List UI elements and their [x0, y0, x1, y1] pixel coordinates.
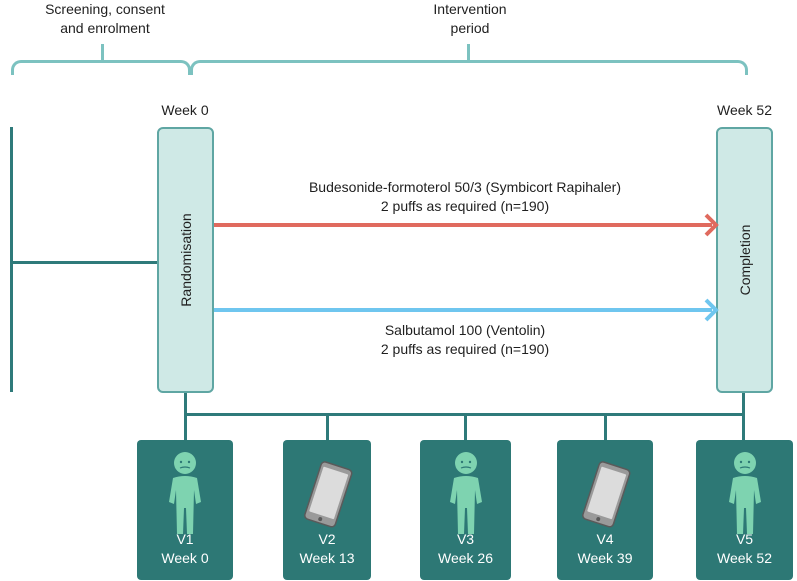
visit-id: V4 [596, 531, 614, 547]
phase-screening-line1: Screening, consent [45, 1, 165, 17]
v4-connector [604, 413, 607, 441]
visit-v1-label: V1 Week 0 [137, 530, 233, 568]
visit-id: V5 [735, 531, 754, 547]
phase-screening-line2: and enrolment [60, 20, 150, 36]
week-start-label: Week 0 [161, 102, 209, 118]
person-icon [449, 452, 482, 534]
visit-v2: V2 Week 13 [283, 440, 371, 580]
person-icon [728, 452, 761, 534]
arm-1-arrowhead [704, 213, 719, 237]
visit-week: Week 13 [299, 550, 355, 566]
randomisation-box: Randomisation [157, 127, 214, 393]
arm-2-dose: 2 puffs as required (n=190) [380, 341, 550, 357]
completion-down-line [742, 393, 745, 441]
visit-id: V2 [318, 531, 336, 547]
completion-box: Completion [716, 127, 773, 393]
visit-v5-label: V5 Week 52 [696, 530, 793, 568]
visit-week: Week 0 [161, 550, 209, 566]
visit-v2-label: V2 Week 13 [283, 530, 371, 568]
visit-week: Week 52 [717, 550, 772, 566]
enrolment-vertical-line [10, 127, 13, 392]
v3-connector [464, 413, 467, 441]
randomisation-down-line [184, 393, 187, 441]
visit-v4-label: V4 Week 39 [557, 530, 653, 568]
week-end-label: Week 52 [717, 102, 772, 118]
arm-1-dose: 2 puffs as required (n=190) [380, 198, 550, 214]
phone-icon [304, 461, 353, 528]
enrolment-horizontal-line [10, 261, 160, 264]
arm-2-drug: Salbutamol 100 (Ventolin) [384, 322, 546, 338]
visit-v4: V4 Week 39 [557, 440, 653, 580]
visit-v5: V5 Week 52 [696, 440, 793, 580]
phase-screening-label: Screening, consent and enrolment [20, 0, 190, 38]
person-icon [169, 452, 201, 534]
intervention-bracket-tick [467, 44, 470, 60]
phase-intervention-line2: period [450, 20, 490, 36]
visit-id: V1 [176, 531, 194, 547]
screening-bracket-tick [101, 44, 104, 60]
visit-week: Week 39 [577, 550, 633, 566]
v2-connector [326, 413, 329, 441]
screening-bracket [11, 60, 191, 75]
visit-v3: V3 Week 26 [420, 440, 511, 580]
visit-v1: V1 Week 0 [137, 440, 233, 580]
visit-id: V3 [456, 531, 475, 547]
arm-2-arrowhead [704, 298, 719, 322]
arm-1-drug: Budesonide-formoterol 50/3 (Symbicort Ra… [308, 179, 622, 195]
intervention-bracket [190, 60, 748, 75]
phase-intervention-label: Intervention period [385, 0, 555, 38]
visit-week: Week 26 [438, 550, 493, 566]
phone-icon [582, 461, 631, 528]
arm-2-label: Salbutamol 100 (Ventolin) 2 puffs as req… [214, 321, 716, 359]
visit-v3-label: V3 Week 26 [420, 530, 511, 568]
phase-intervention-line1: Intervention [433, 1, 507, 17]
arm-1-label: Budesonide-formoterol 50/3 (Symbicort Ra… [214, 178, 716, 216]
